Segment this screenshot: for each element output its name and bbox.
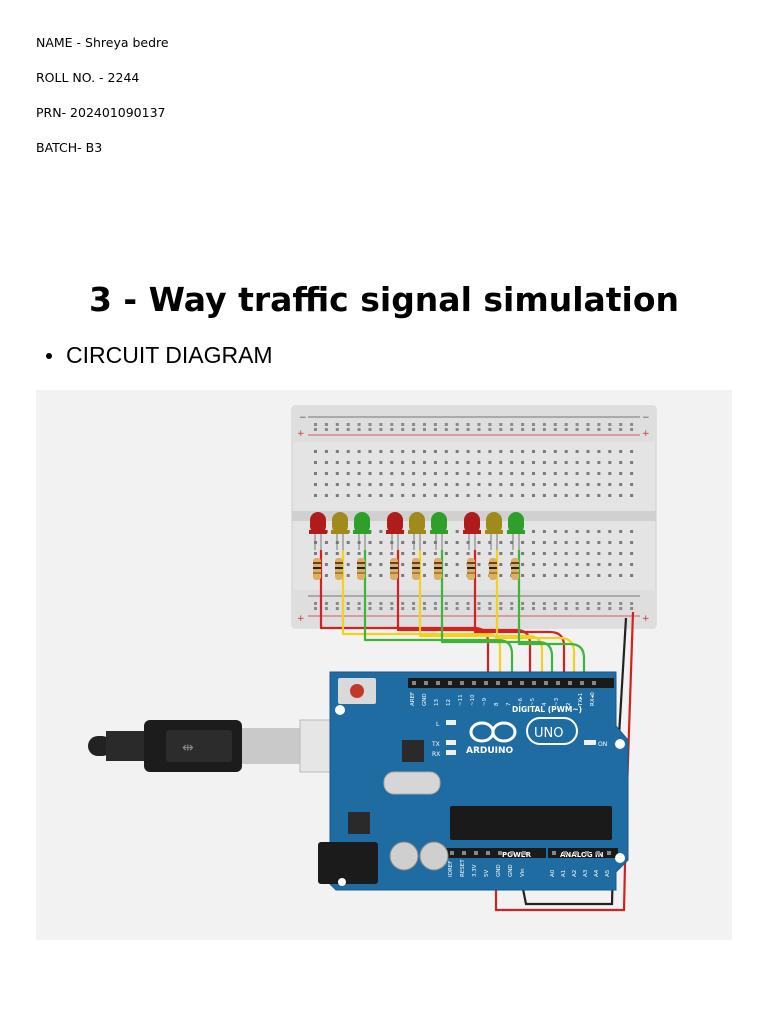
digital-pin-label: 13	[434, 699, 440, 706]
arduino-logo	[469, 717, 578, 745]
digital-pin-label: RX◂0	[590, 692, 596, 706]
analog-pin-label: A4	[594, 869, 600, 877]
led-green	[431, 512, 447, 534]
led-group	[309, 512, 525, 580]
analog-pin-label: A1	[561, 870, 567, 877]
analog-pin-label: A3	[583, 869, 589, 877]
wire-yellow	[495, 550, 576, 682]
digital-pin-label: ~9	[482, 697, 488, 706]
svg-text:⇹: ⇹	[182, 740, 194, 756]
wire-green	[517, 550, 586, 682]
digital-pin-label: ~3	[554, 697, 560, 706]
digital-pin-label: GND	[422, 693, 428, 706]
power-pin-label: 5V	[484, 870, 490, 877]
power-pin-label: GND	[496, 864, 502, 877]
page-title: 3 - Way traffic signal simulation	[88, 280, 680, 319]
circuit-svg: − + − + + + ⇹	[88, 405, 657, 912]
section-heading: CIRCUIT DIAGRAM	[66, 342, 273, 368]
power-label: POWER	[502, 851, 532, 859]
digital-pin-label: ~10	[470, 694, 476, 706]
led-red	[310, 512, 326, 534]
digital-pin-label: ~5	[530, 697, 536, 706]
bullet-dot	[46, 352, 52, 359]
digital-pin-label: AREF	[410, 692, 416, 706]
svg-text:−: −	[299, 413, 307, 423]
student-name: NAME - Shreya bedre	[36, 35, 169, 50]
svg-text:+: +	[642, 429, 650, 439]
prn-number: PRN- 202401090137	[36, 105, 166, 120]
digital-label: DIGITAL (PWM~)	[512, 705, 582, 714]
svg-text:+: +	[297, 614, 305, 624]
on-label: ON	[598, 741, 607, 748]
led-red	[387, 512, 403, 534]
power-pin-label: Vin	[520, 868, 526, 877]
digital-pin-label: 7	[506, 702, 512, 706]
l-label: L	[436, 721, 440, 728]
circuit-diagram: − + − + + + ⇹	[36, 390, 732, 940]
digital-pin-label: ~11	[458, 694, 464, 706]
batch: BATCH- B3	[36, 140, 103, 155]
wires	[319, 550, 586, 682]
svg-text:−: −	[642, 413, 650, 423]
led-yellow	[486, 512, 502, 534]
analog-pin-label: A2	[572, 870, 578, 877]
svg-text:+: +	[642, 614, 650, 624]
arduino-board: ARDUINO UNO DIGITAL (PWM~) POWER ANALOG …	[318, 671, 629, 891]
led-yellow	[409, 512, 425, 534]
led-yellow	[332, 512, 348, 534]
power-pin-label: 3.3V	[472, 864, 478, 877]
digital-pin-label: 2	[566, 703, 572, 707]
arduino-model: UNO	[534, 726, 563, 741]
power-pin-label: IOREF	[448, 861, 454, 877]
svg-text:+: +	[297, 429, 305, 439]
analog-pin-label: A0	[550, 869, 556, 877]
analog-pin-label: A5	[605, 869, 611, 877]
power-pin-label: GND	[508, 864, 514, 877]
digital-pin-label: 8	[494, 702, 500, 706]
tx-label: TX	[431, 741, 440, 748]
rx-label: RX	[432, 751, 440, 758]
digital-pin-label: TX▸1	[578, 693, 584, 707]
led-red	[464, 512, 480, 534]
digital-pin-label: 12	[446, 699, 452, 706]
analog-label: ANALOG IN	[560, 851, 604, 859]
arduino-brand: ARDUINO	[466, 746, 514, 756]
section-bullet: CIRCUIT DIAGRAM	[46, 342, 273, 369]
wire-red	[473, 550, 566, 682]
power-pin-label: RESET	[460, 859, 466, 877]
led-green	[508, 512, 524, 534]
led-green	[354, 512, 370, 534]
roll-number: ROLL NO. - 2244	[36, 70, 140, 85]
digital-pin-label: ~6	[518, 697, 524, 706]
digital-pin-label: 4	[542, 702, 548, 706]
